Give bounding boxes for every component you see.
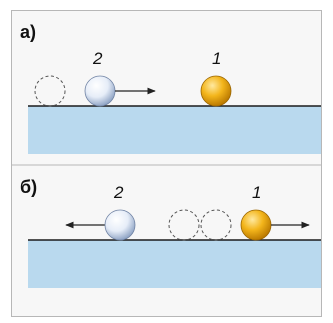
panel-a: а) 2 1: [20, 22, 321, 154]
panel-b: б) 2 1: [20, 177, 321, 288]
panel-a-ball-2-number: 2: [92, 49, 103, 68]
panel-a-ball-2: [84, 75, 116, 107]
panel-b-ball-2: [104, 209, 136, 241]
panel-a-ball-2-previous-position: [34, 75, 66, 107]
panel-b-ball-1: [240, 209, 272, 241]
panel-a-surface: [28, 106, 321, 154]
panel-b-surface: [28, 240, 321, 288]
panel-b-ball-2-number: 2: [113, 183, 124, 202]
panel-b-label: б): [20, 177, 37, 197]
panel-a-ball-1-number: 1: [212, 49, 221, 68]
panel-b-ball-1-previous-position: [200, 209, 232, 241]
panel-b-ball-2-previous-position: [168, 209, 200, 241]
panel-b-ball-1-number: 1: [252, 183, 261, 202]
panel-a-label: а): [20, 22, 36, 42]
panel-a-ball-1: [200, 75, 232, 107]
